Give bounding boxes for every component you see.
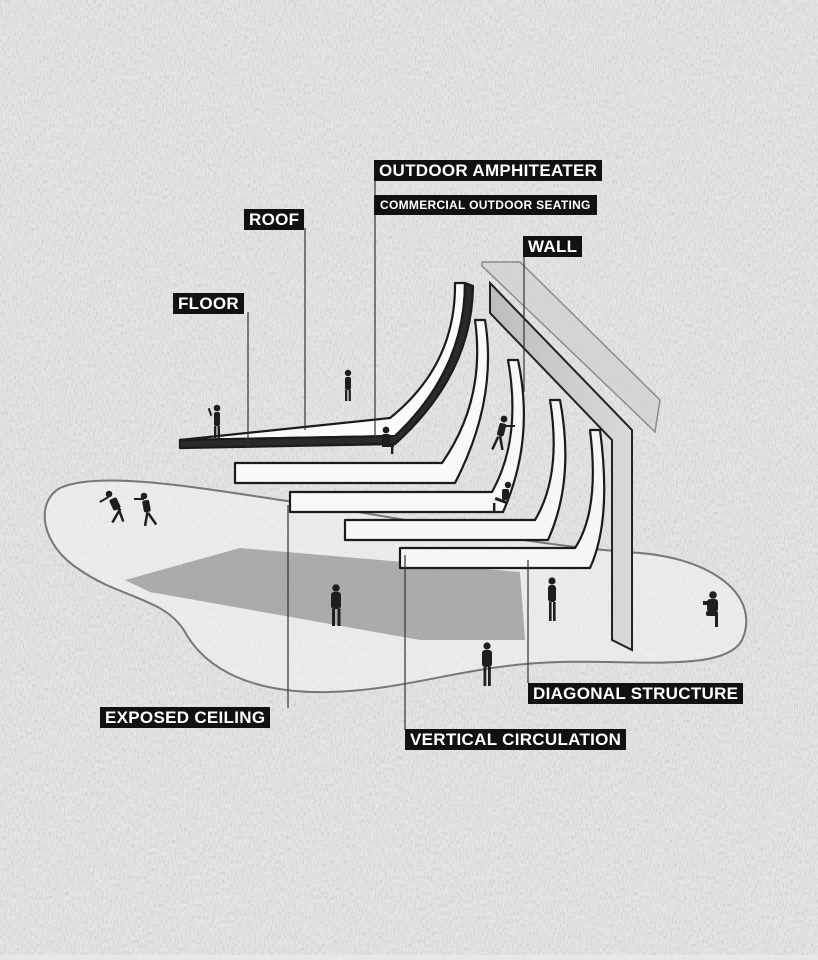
label-wall: WALL [523,236,583,257]
label-roof: ROOF [244,209,305,230]
person-figure [331,584,341,626]
structure-shadow [125,548,525,640]
people [99,369,718,686]
tier-3 [288,358,525,514]
amphitheater-tiers [178,281,606,570]
leader-lines [247,180,529,730]
person-figure [482,642,492,686]
tier-1-edge [178,281,475,450]
person-figure [344,369,352,401]
label-exposed-ceiling: EXPOSED CEILING [100,707,271,728]
person-figure [382,426,394,454]
tier-2 [233,318,490,485]
glass-roof [481,261,661,434]
label-diagonal-structure: DIAGONAL STRUCTURE [528,683,744,704]
person-figure [491,415,515,451]
person-figure [493,481,512,513]
person-figure [99,490,125,524]
tier-5 [398,428,606,570]
label-floor: FLOOR [173,293,244,314]
label-outdoor-amphiteater: OUTDOOR AMPHITEATER [374,160,603,181]
tier-4 [343,398,567,542]
person-figure [703,591,718,627]
person-figure [134,492,158,527]
person-figure [548,577,556,621]
person-figure [207,404,221,438]
label-vertical-circulation: VERTICAL CIRCULATION [405,729,627,750]
label-commercial-outdoor-seating: COMMERCIAL OUTDOOR SEATING [374,195,597,215]
